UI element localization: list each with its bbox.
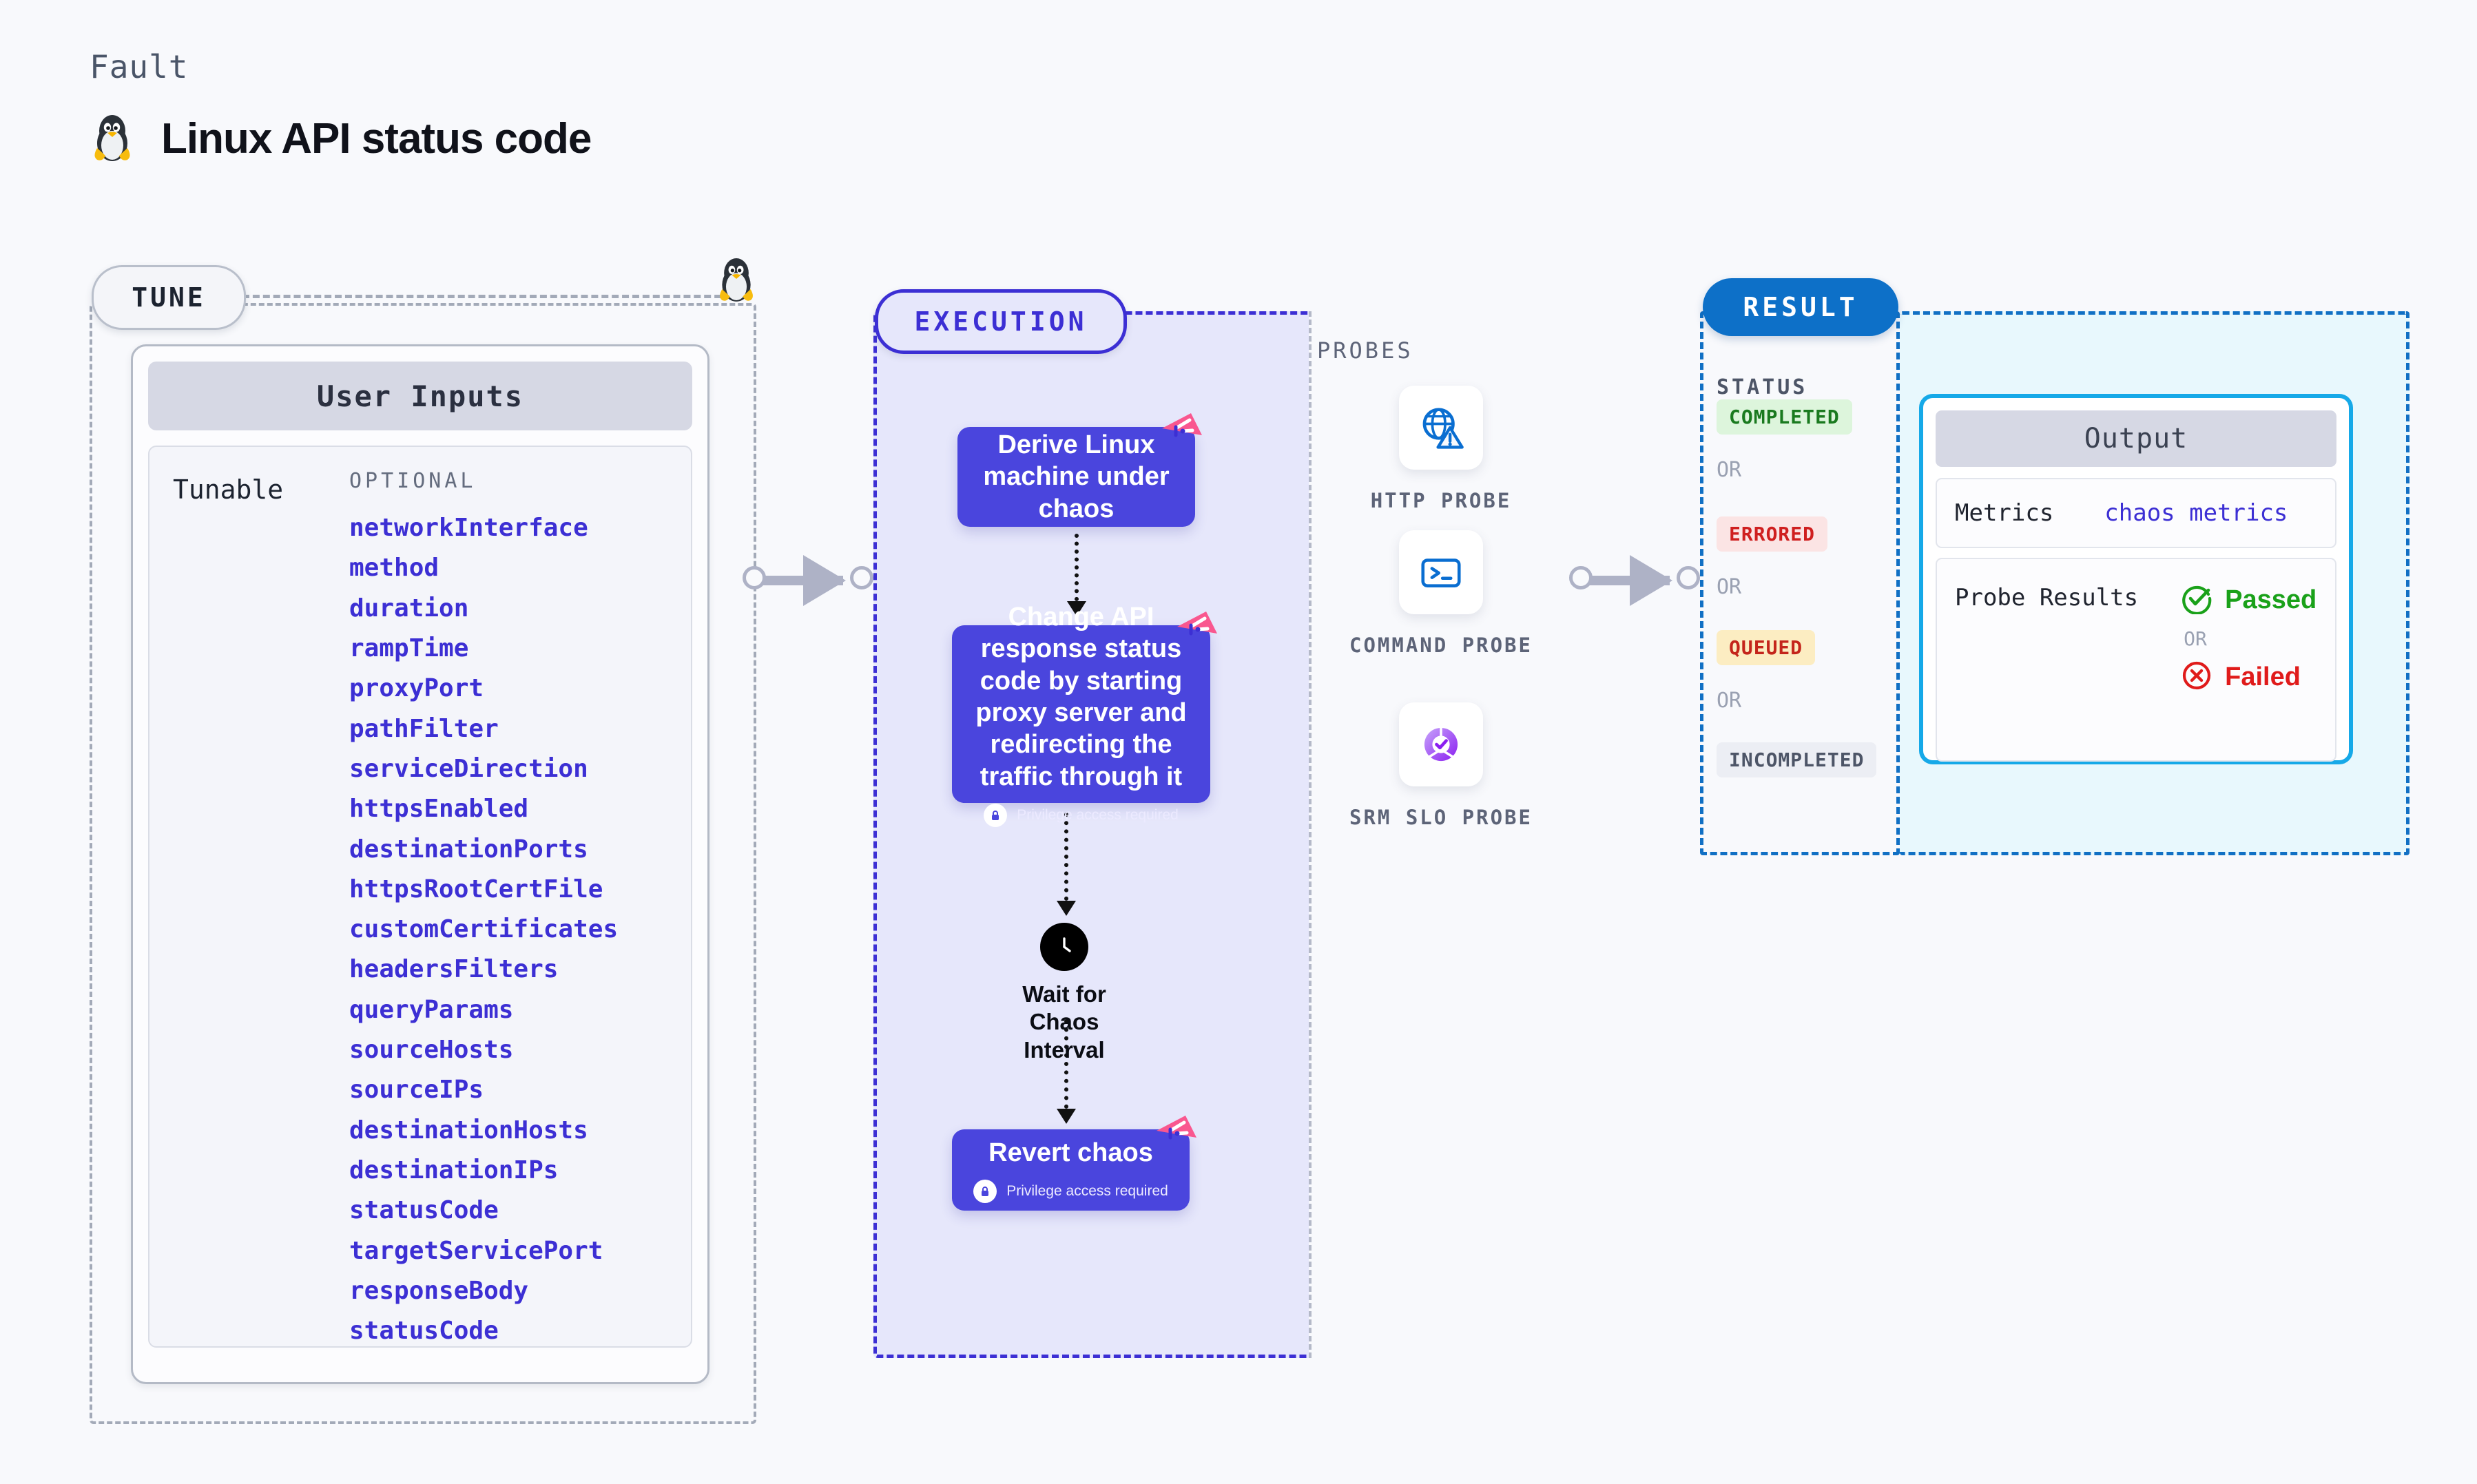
user-inputs-title: User Inputs [148,362,692,430]
tunable-item[interactable]: sourceIPs [349,1076,484,1105]
probe-command[interactable]: COMMAND PROBE [1309,530,1573,659]
tunable-item[interactable]: headersFilters [349,955,559,984]
connector-dot-right [1677,566,1700,589]
probe-command-label: COMMAND PROBE [1349,634,1533,657]
fault-label: Fault [90,48,189,85]
output-title: Output [1936,410,2336,467]
tunable-item[interactable]: customCertificates [349,915,619,944]
tunable-item[interactable]: serviceDirection [349,754,588,783]
tunable-item[interactable]: statusCode [349,1317,499,1346]
result-pill[interactable]: RESULT [1703,278,1898,336]
tunable-item[interactable]: httpsEnabled [349,795,529,824]
tunable-item[interactable]: httpsRootCertFile [349,875,603,903]
tunable-item[interactable]: proxyPort [349,674,484,703]
tunable-item[interactable]: destinationHosts [349,1116,588,1145]
page-title: Linux API status code [161,115,592,163]
probe-results-key: Probe Results [1955,584,2139,612]
slo-check-icon [1399,702,1483,786]
tune-panel [90,303,756,1424]
tunable-item[interactable]: destinationIPs [349,1156,559,1184]
privilege-note: Privilege access required [984,804,1179,828]
connector-dot-left [1569,566,1593,589]
probe-srm-slo[interactable]: SRM SLO PROBE [1309,702,1573,831]
tunable-item[interactable]: destinationPorts [349,835,588,864]
tunable-box: Tunable OPTIONAL networkInterface method… [148,446,692,1348]
tunable-item[interactable]: queryParams [349,995,514,1024]
tunable-item[interactable]: statusCode [349,1196,499,1225]
litmus-logo-icon [1159,410,1205,452]
or-label: OR [1717,575,1742,599]
execution-pill[interactable]: EXECUTION [875,289,1127,354]
probe-http-label: HTTP PROBE [1370,489,1512,512]
connector-dot-left [743,566,766,589]
metrics-value[interactable]: chaos metrics [2104,499,2288,527]
tunable-item[interactable]: networkInterface [349,514,588,542]
or-label: OR [1717,458,1742,482]
lock-icon [984,804,1008,828]
privilege-note: Privilege access required [973,1180,1168,1204]
connector-dot-right [850,566,873,589]
status-badge-errored: ERRORED [1717,516,1828,552]
wait-for-chaos-interval-label: Wait for Chaos Interval [1022,981,1106,1063]
x-circle-icon [2181,660,2212,695]
tunable-label: Tunable [173,474,284,505]
optional-label: OPTIONAL [349,469,477,493]
litmus-logo-icon [1154,1113,1199,1154]
status-badge-queued: QUEUED [1717,630,1816,665]
user-inputs-card: User Inputs Tunable OPTIONAL networkInte… [131,344,709,1384]
status-title: STATUS [1717,375,1808,399]
execution-node-change-status-label: Change API response status code by start… [975,602,1187,791]
probe-result-passed-label: Passed [2225,585,2317,614]
metrics-row: Metrics chaos metrics [1936,478,2336,548]
tunable-item[interactable]: duration [349,594,469,623]
terminal-icon [1399,530,1483,614]
litmus-logo-icon [1174,609,1220,650]
probe-result-failed: Failed [2181,660,2317,695]
globe-warning-icon [1399,386,1483,470]
execution-node-revert[interactable]: Revert chaos Privilege access required [952,1116,1196,1211]
tune-dashed-line [242,295,732,298]
probe-result-failed-label: Failed [2225,662,2301,691]
probe-result-passed: Passed [2181,583,2317,618]
execution-node-derive-label: Derive Linux machine under chaos [983,430,1170,523]
linux-penguin-icon-marker [715,253,758,308]
or-label: OR [1717,689,1742,713]
tunable-item[interactable]: rampTime [349,634,469,662]
lock-icon [973,1180,997,1204]
page-title-row: Linux API status code [90,110,592,167]
tunable-list: OPTIONAL networkInterface method duratio… [349,469,618,1352]
status-badge-incompleted: INCOMPLETED [1717,742,1877,777]
clock-icon [1040,923,1088,971]
linux-penguin-icon [90,110,135,167]
privilege-note-label: Privilege access required [1017,807,1179,824]
wait-for-chaos-interval: Wait for Chaos Interval [1013,923,1116,1064]
metrics-key: Metrics [1955,499,2054,527]
or-label: OR [2184,627,2207,650]
tune-pill[interactable]: TUNE [92,265,246,330]
tunable-item[interactable]: method [349,554,439,583]
probes-column [1309,311,1573,1358]
check-circle-icon [2181,583,2212,618]
tunable-item[interactable]: pathFilter [349,714,499,743]
tunable-item[interactable]: responseBody [349,1276,529,1305]
status-badge-completed: COMPLETED [1717,399,1852,435]
probe-srm-slo-label: SRM SLO PROBE [1349,806,1533,829]
execution-node-revert-label: Revert chaos [988,1138,1153,1167]
output-card: Output Metrics chaos metrics Probe Resul… [1919,394,2353,764]
privilege-note-label: Privilege access required [1006,1183,1168,1200]
probes-title: PROBES [1317,337,1413,364]
execution-node-derive[interactable]: Derive Linux machine under chaos [957,413,1202,527]
tunable-item[interactable]: sourceHosts [349,1036,514,1065]
execution-node-change-status[interactable]: Change API response status code by start… [952,603,1217,828]
probe-results-row: Probe Results Passed OR [1936,558,2336,762]
tunable-item[interactable]: targetServicePort [349,1236,603,1265]
probe-http[interactable]: HTTP PROBE [1309,386,1573,514]
